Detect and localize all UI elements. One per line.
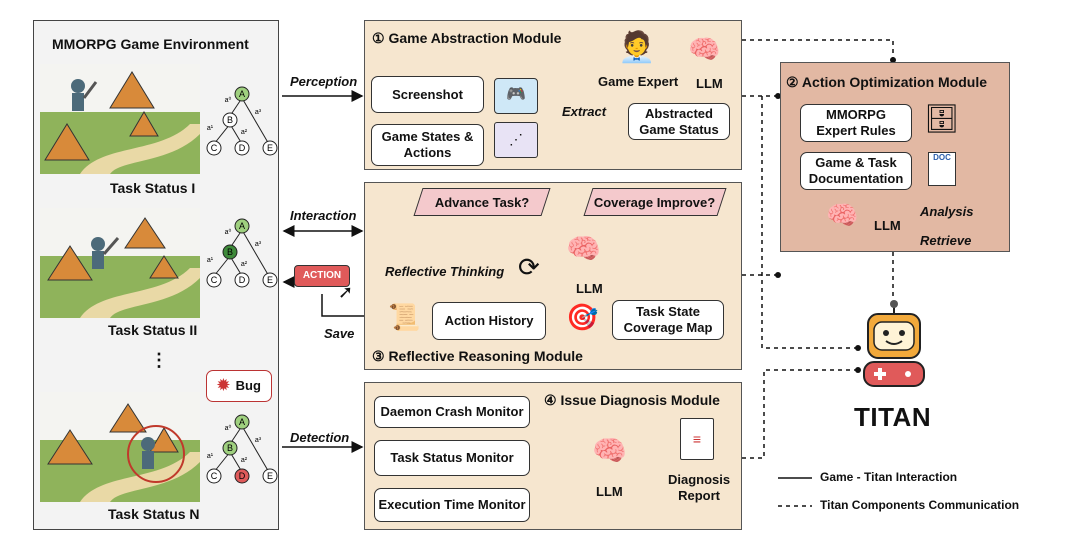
tree-node-c: C	[211, 143, 218, 153]
svg-text:E: E	[267, 471, 273, 481]
brain-icon-m3: 🧠	[566, 233, 601, 264]
action-button[interactable]: ACTION	[294, 265, 350, 287]
tree-edge-a1: a¹	[207, 125, 214, 132]
task-status-monitor-box: Task Status Monitor	[374, 440, 530, 476]
module1-title: ① Game Abstraction Module	[372, 30, 562, 46]
retrieve-label: Retrieve	[920, 233, 972, 248]
module2-title: ② Action Optimization Module	[786, 74, 988, 90]
bug-icon: ✹	[217, 377, 230, 394]
task-tree-1: A B C D E a⁰ a¹ a² a³	[206, 86, 278, 156]
titan-title: TITAN	[854, 402, 932, 432]
cursor-icon: ➚	[338, 282, 354, 302]
monitor-icon: 🎮	[494, 78, 538, 114]
target-map-icon: 🎯	[566, 302, 599, 332]
brain-icon-m2: 🧠	[826, 200, 859, 230]
document-icon: DOC	[928, 152, 956, 186]
svg-text:a¹: a¹	[207, 257, 214, 264]
llm-label-m3: LLM	[576, 281, 603, 296]
task-tree-n: A B C D E a⁰ a¹ a² a³	[206, 414, 278, 484]
tree-node-e: E	[267, 143, 273, 153]
task-status-1-label: Task Status I	[110, 180, 196, 196]
advance-task-box: Advance Task?	[413, 188, 551, 216]
graph-board-icon: ⋰	[494, 122, 538, 158]
reflective-thinking-label: Reflective Thinking	[385, 264, 505, 279]
tree-edge-a3: a³	[255, 109, 262, 116]
svg-text:a³: a³	[255, 437, 262, 444]
environment-title: MMORPG Game Environment	[52, 36, 249, 52]
svg-text:a⁰: a⁰	[225, 228, 232, 236]
task-status-n-label: Task Status N	[108, 506, 200, 522]
llm-label-m2: LLM	[874, 218, 901, 233]
ellipsis: ⋮	[150, 350, 168, 370]
svg-text:B: B	[227, 443, 233, 453]
game-scene-n	[40, 392, 200, 502]
task-tree-2: A B C D E a⁰ a¹ a² a³	[206, 218, 278, 288]
database-icon: 🗄	[924, 103, 960, 134]
task-status-2-label: Task Status II	[108, 322, 198, 338]
perception-label: Perception	[290, 74, 358, 89]
svg-text:D: D	[239, 471, 246, 481]
svg-text:A: A	[239, 417, 245, 427]
svg-text:C: C	[211, 275, 218, 285]
game-scene-1	[40, 64, 200, 174]
tree-node-a: A	[239, 89, 245, 99]
svg-text:B: B	[227, 247, 233, 257]
report-icon: ≡	[680, 418, 714, 460]
tree-node-d: D	[239, 143, 246, 153]
llm-label-m4: LLM	[596, 484, 623, 499]
interaction-label: Interaction	[290, 208, 357, 223]
svg-text:D: D	[239, 275, 246, 285]
svg-text:a¹: a¹	[207, 453, 214, 460]
scroll-clock-icon: 📜	[388, 302, 421, 332]
game-states-box: Game States &Actions	[371, 124, 484, 166]
llm-label-m1: LLM	[696, 76, 723, 91]
detection-label: Detection	[290, 430, 350, 445]
svg-text:A: A	[239, 221, 245, 231]
cycle-icon: ⟳	[518, 252, 540, 282]
brain-icon-m1: 🧠	[688, 34, 721, 64]
svg-text:C: C	[211, 471, 218, 481]
module4-title: ④ Issue Diagnosis Module	[544, 392, 720, 408]
titan-robot-icon	[862, 300, 926, 390]
svg-text:a²: a²	[241, 261, 248, 268]
save-label: Save	[324, 326, 355, 341]
game-scene-2	[40, 208, 200, 318]
bug-label: Bug	[235, 378, 261, 393]
svg-text:a²: a²	[241, 457, 248, 464]
legend-dashed-label: Titan Components Communication	[820, 498, 1020, 512]
game-expert-label: Game Expert	[598, 74, 679, 89]
svg-text:a³: a³	[255, 241, 262, 248]
module3-title: ③ Reflective Reasoning Module	[372, 348, 583, 364]
daemon-crash-monitor-box: Daemon Crash Monitor	[374, 396, 530, 428]
tree-edge-a0: a⁰	[225, 96, 232, 104]
svg-text:E: E	[267, 275, 273, 285]
extract-label: Extract	[562, 104, 607, 119]
coverage-improve-box: Coverage Improve?	[583, 188, 727, 216]
action-history-box: Action History	[432, 302, 546, 340]
tree-node-b: B	[227, 115, 233, 125]
legend-solid-label: Game - Titan Interaction	[820, 470, 958, 484]
tree-edge-a2: a²	[241, 129, 248, 136]
execution-time-monitor-box: Execution Time Monitor	[374, 488, 530, 522]
bug-callout: ✹ Bug	[206, 370, 272, 402]
screenshot-box: Screenshot	[371, 76, 484, 113]
svg-text:a⁰: a⁰	[225, 424, 232, 432]
game-expert-icon: 🧑‍💼	[618, 31, 656, 64]
analysis-label: Analysis	[920, 204, 974, 219]
brain-icon-m4: 🧠	[592, 435, 627, 466]
